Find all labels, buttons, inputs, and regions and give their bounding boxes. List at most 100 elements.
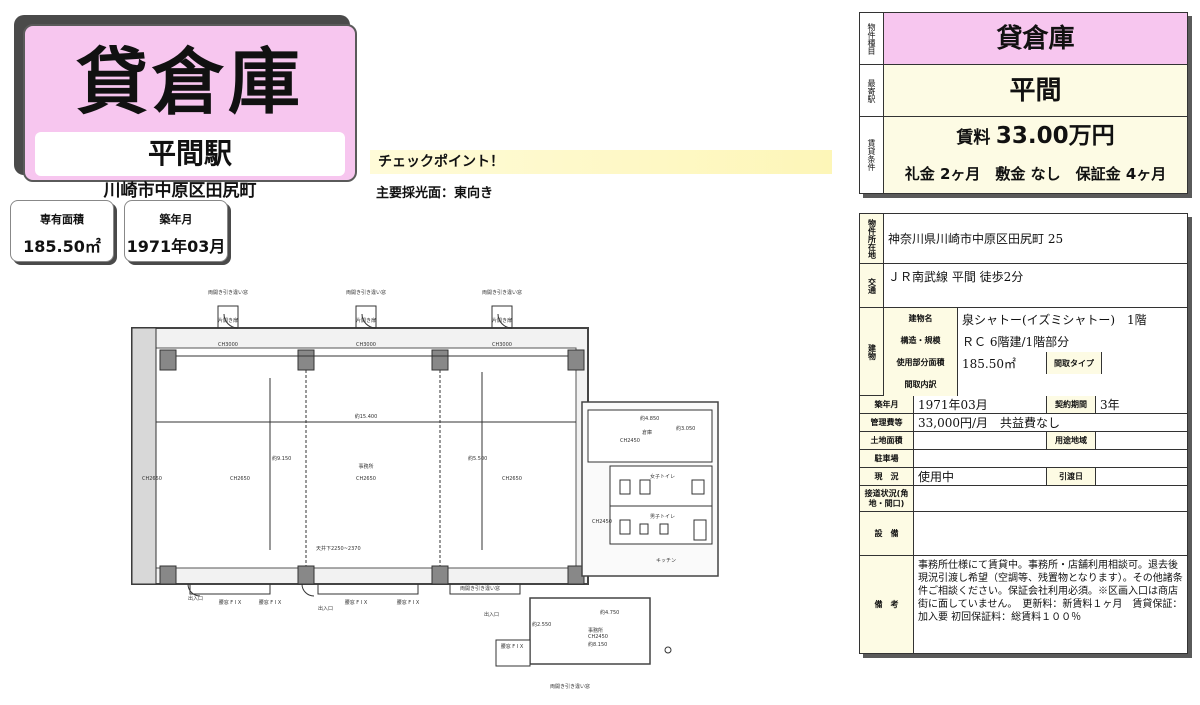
plan-door-label: 両開き引き違い窓	[346, 289, 386, 296]
location-label: 物件所在地	[860, 214, 884, 263]
plan-ch-label: CH3000	[356, 342, 376, 348]
plan-ch-label: CH2450	[588, 634, 608, 640]
road-value	[914, 486, 1187, 511]
plan-ch-label: CH2450	[592, 519, 612, 525]
usable-value: 185.50㎡	[958, 352, 1046, 374]
land-row: 土地面積 用途地域	[860, 432, 1187, 450]
summary-rent-side-label: 賃貸条件	[860, 117, 884, 193]
contract-label: 契約期間	[1046, 396, 1096, 413]
summary-station-row: 最寄駅 平間	[860, 65, 1187, 117]
layout-detail-row: 間取内訳	[884, 374, 1187, 396]
address-short: 川崎市中原区田尻町	[103, 181, 257, 201]
location-value: 神奈川県川崎市中原区田尻町 25	[884, 214, 1187, 263]
handover-value	[1096, 468, 1187, 485]
built-card: 築年月 1971年03月	[124, 200, 228, 262]
zoning-label: 用途地域	[1046, 432, 1096, 449]
plan-dim-label: 約9.150	[272, 455, 291, 462]
checkpoint-note: 主要採光面：東向き	[376, 186, 494, 201]
land-label: 土地面積	[860, 432, 914, 449]
plan-room-label: 出入口	[318, 605, 333, 612]
bname-row: 建物名 泉シャトー(イズミシャトー) 1階	[884, 308, 1187, 331]
plan-room-label: 出入口	[188, 595, 203, 602]
road-row: 接道状況(角地・間口)	[860, 486, 1187, 512]
plan-door-label: 両開き引き違い窓	[208, 289, 248, 296]
plan-room-label: 女子トイレ	[650, 473, 675, 480]
remarks-label: 備 考	[860, 556, 914, 653]
summary-rent-body: 賃料 33.00万円 礼金 2ヶ月 敷金 なし 保証金 4ヶ月	[884, 117, 1187, 193]
structure-value: ＲＣ 6階建/1階部分	[958, 330, 1187, 352]
plan-ch-label: CH3000	[218, 342, 238, 348]
plan-ch-label: CH3000	[492, 342, 512, 348]
usable-label: 使用部分面積	[884, 352, 958, 374]
plan-ch-label: CH2450	[620, 438, 640, 444]
title-box: 貸倉庫 平間駅	[23, 24, 357, 182]
structure-label: 構造・規模	[884, 330, 958, 352]
structure-row: 構造・規模 ＲＣ 6階建/1階部分	[884, 330, 1187, 353]
plan-door-label: 両開き引き違い窓	[482, 289, 522, 296]
plan-dim-label: 約5.500	[468, 455, 487, 462]
plan-dim-label: 約2.550	[532, 621, 551, 628]
road-label: 接道状況(角地・間口)	[860, 486, 914, 511]
facility-label: 設 備	[860, 512, 914, 555]
rent-terms: 礼金 2ヶ月 敷金 なし 保証金 4ヶ月	[884, 155, 1187, 193]
plan-room-label: 事務所	[588, 627, 603, 634]
plan-room-label: 出入口	[484, 611, 499, 618]
built-row-value: 1971年03月	[914, 396, 1046, 413]
area-value: 185.50㎡	[23, 237, 101, 256]
transport-label: 交通	[860, 264, 884, 307]
summary-panel: 物件種目 貸倉庫 最寄駅 平間 賃貸条件 賃料 33.00万円 礼金 2ヶ月 敷…	[859, 12, 1188, 194]
status-label: 現 況	[860, 468, 914, 485]
plan-dim-label: 約15.400	[355, 413, 378, 420]
handover-label: 引渡日	[1046, 468, 1096, 485]
plan-door-label: 両開き引き違い窓	[460, 585, 500, 592]
title-shadow: 貸倉庫 平間駅	[14, 15, 357, 182]
summary-rent-line: 賃料 33.00万円	[884, 117, 1187, 156]
plan-fix-label: 腰窓 F I X	[501, 643, 524, 650]
facility-value	[914, 512, 1187, 555]
contract-value: 3年	[1096, 396, 1187, 413]
bname-value: 泉シャトー(イズミシャトー) 1階	[958, 308, 1187, 330]
building-label: 建物	[860, 308, 884, 395]
summary-rent-row: 賃貸条件 賃料 33.00万円 礼金 2ヶ月 敷金 なし 保証金 4ヶ月	[860, 117, 1187, 193]
parking-value	[914, 450, 1187, 467]
checkpoint-heading: チェックポイント！	[370, 150, 832, 174]
property-type-title: 貸倉庫	[75, 40, 304, 124]
plan-dim-label: 約4.850	[640, 415, 659, 422]
plan-ceiling-note: 天井下2250~2370	[316, 545, 361, 552]
plan-door-label: 片開き扉	[218, 317, 238, 324]
layout-detail-value	[958, 374, 1187, 396]
rent-label: 賃料	[956, 128, 991, 148]
plan-dim-label: 約8.150	[588, 641, 607, 648]
area-label: 専有面積	[40, 213, 84, 226]
remarks-value: 事務所仕様にて賃貸中。事務所・店舗利用相談可。退去後現況引渡し希望（空調等、残置…	[914, 556, 1187, 653]
plan-ch-label: CH2650	[230, 476, 250, 482]
plan-fix-label: 腰窓 F I X	[397, 599, 420, 606]
parking-label: 駐車場	[860, 450, 914, 467]
status-row: 現 況 使用中 引渡日	[860, 468, 1187, 486]
status-value: 使用中	[914, 468, 1046, 485]
mgmt-row: 管理費等 33,000円/月 共益費なし	[860, 414, 1187, 432]
built-row-label: 築年月	[860, 396, 914, 413]
plan-fix-label: 腰窓 F I X	[219, 599, 242, 606]
plan-ch-label: CH2650	[356, 476, 376, 482]
plan-dim-label: 約3.050	[676, 425, 695, 432]
location-row: 物件所在地 神奈川県川崎市中原区田尻町 25	[860, 214, 1187, 264]
summary-station-side-label: 最寄駅	[860, 65, 884, 116]
summary-type-side-label: 物件種目	[860, 13, 884, 64]
transport-value: ＪＲ南武線 平間 徒歩2分	[884, 264, 1187, 307]
layout-type-value	[1102, 352, 1187, 374]
rent-value: 33.00万円	[995, 123, 1115, 149]
station-name: 平間駅	[35, 132, 345, 176]
land-value	[914, 432, 1046, 449]
facility-row: 設 備	[860, 512, 1187, 556]
summary-type: 貸倉庫	[996, 24, 1075, 54]
area-card: 専有面積 185.50㎡	[10, 200, 114, 262]
plan-dim-label: 約4.750	[600, 609, 619, 616]
bname-label: 建物名	[884, 308, 958, 330]
plan-door-label: 両開き引き違い窓	[550, 683, 590, 690]
plan-door-label: 片開き扉	[356, 317, 376, 324]
remarks-row: 備 考 事務所仕様にて賃貸中。事務所・店舗利用相談可。退去後現況引渡し希望（空調…	[860, 556, 1187, 653]
transport-row: 交通 ＪＲ南武線 平間 徒歩2分	[860, 264, 1187, 308]
parking-row: 駐車場	[860, 450, 1187, 468]
layout-detail-label: 間取内訳	[884, 374, 958, 396]
